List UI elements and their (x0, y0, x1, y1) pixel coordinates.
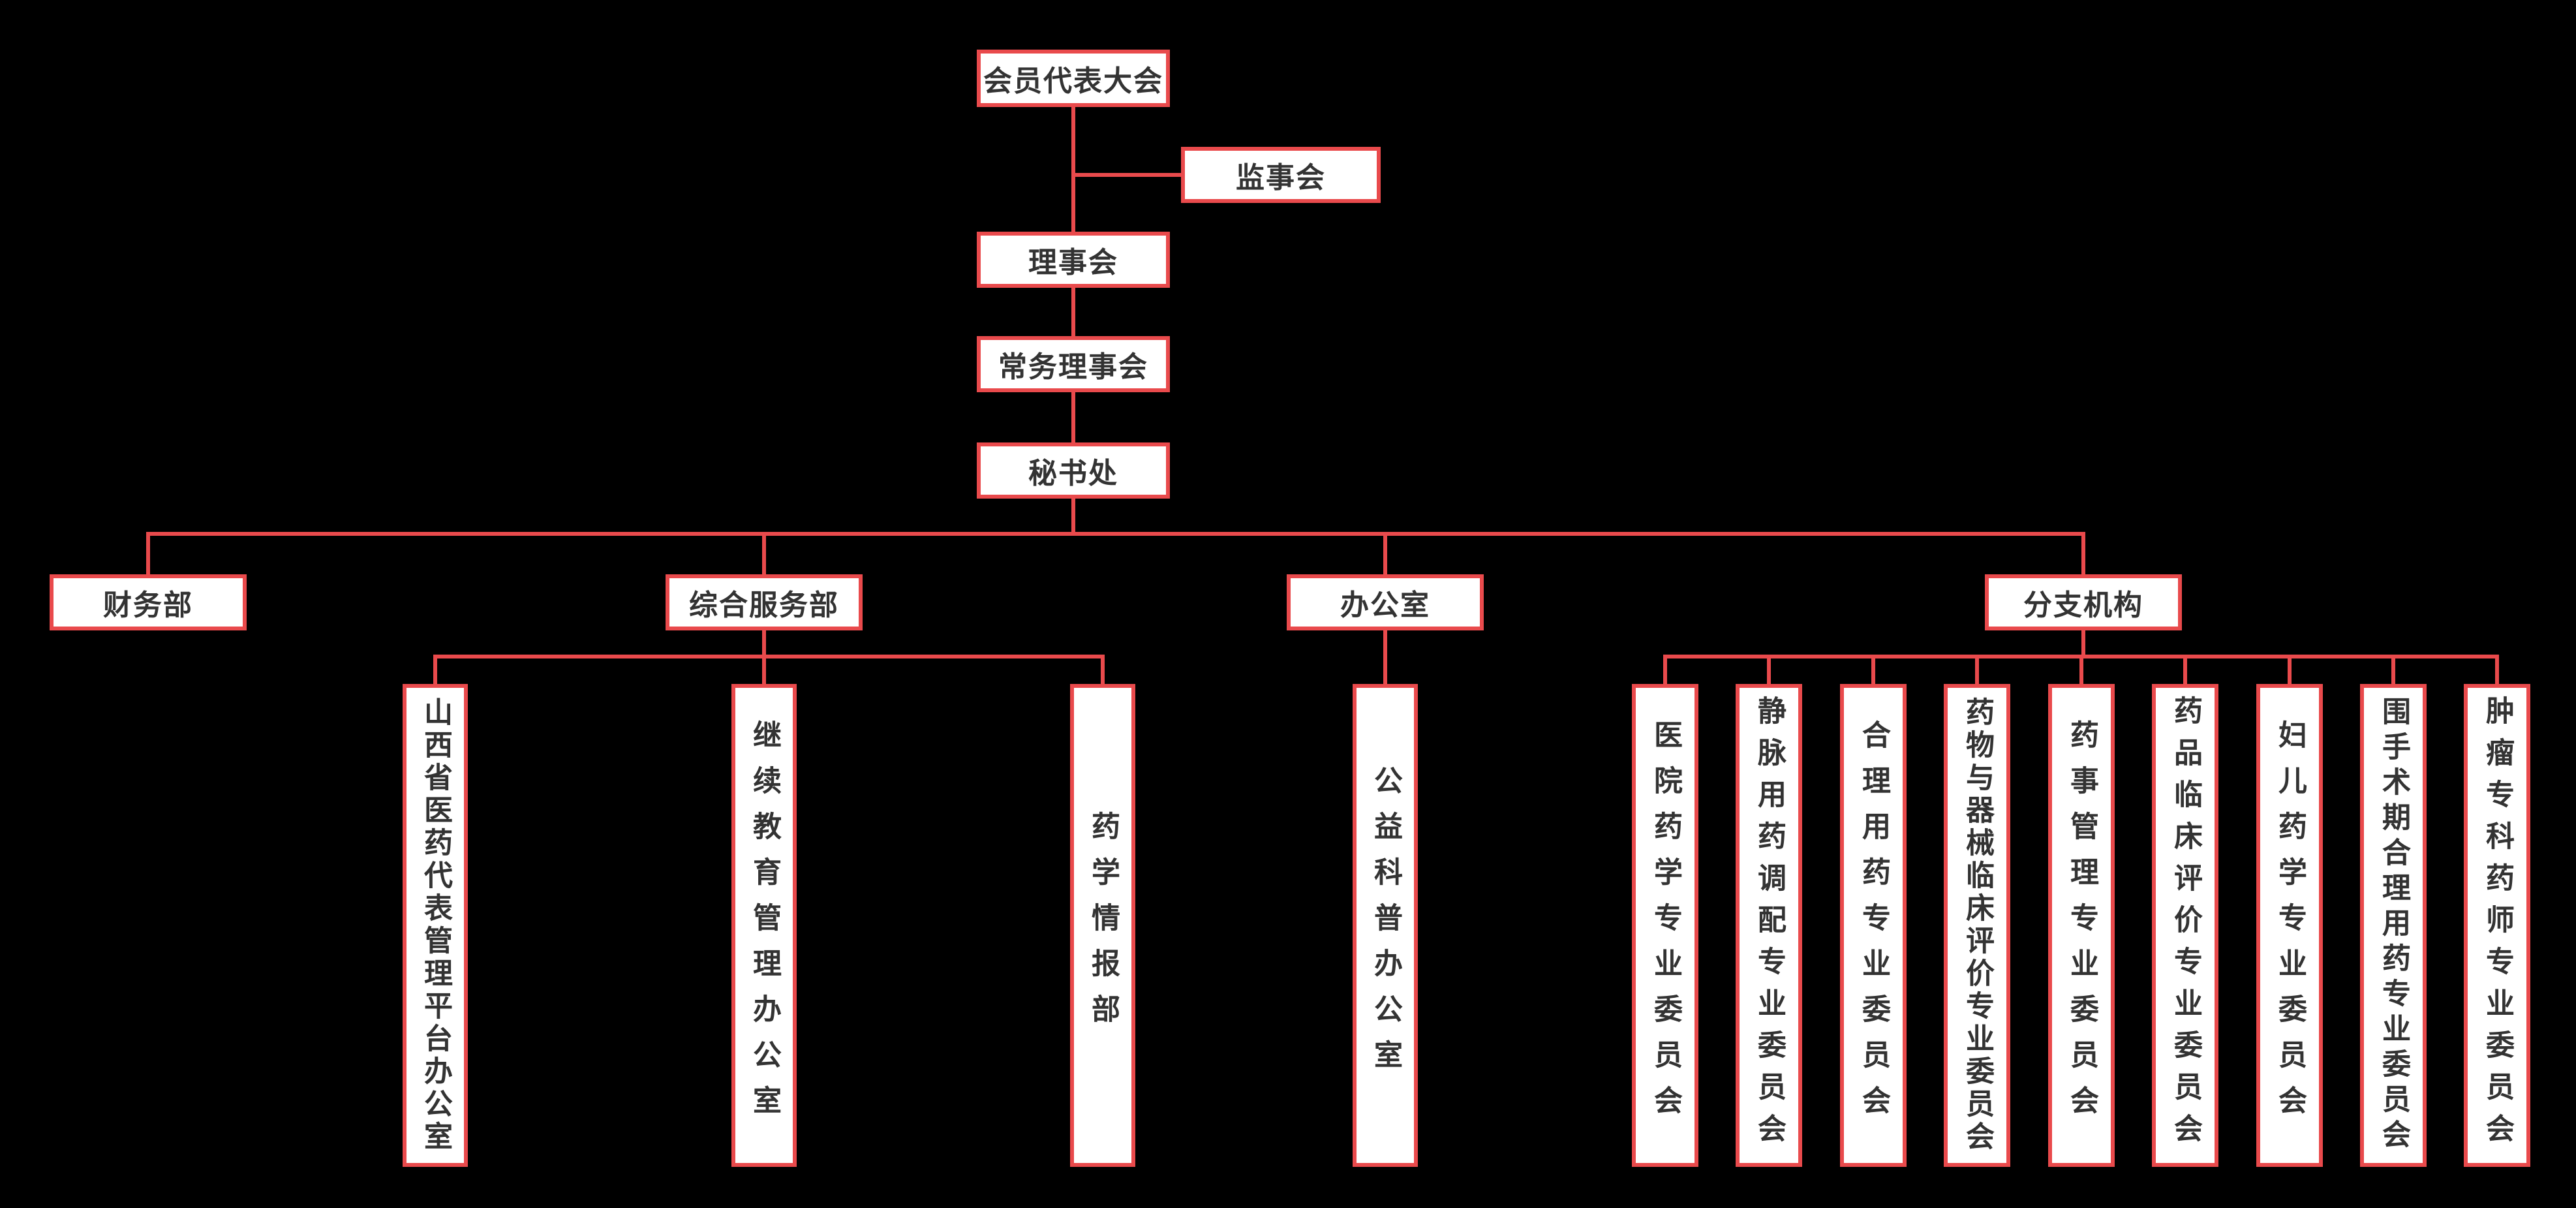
node-committee-perioperative-rational-drug-use: 围手术期合理用药专业委员会 (2360, 684, 2427, 1167)
node-comprehensive-service-dept: 综合服务部 (666, 574, 863, 630)
node-committee-pharmacy-admin: 药事管理专业委员会 (2048, 684, 2115, 1167)
node-committee-drug-clinical-eval-label: 药品临床评价专业委员会 (2170, 696, 2201, 1155)
node-committee-rational-drug-use-label: 合理用药专业委员会 (1858, 720, 1890, 1131)
node-continuing-education-office: 继续教育管理办公室 (731, 684, 797, 1167)
node-committee-women-children-pharmacy: 妇儿药学专业委员会 (2256, 684, 2323, 1167)
node-council: 理事会 (977, 232, 1170, 288)
connector-line (2081, 630, 2085, 655)
connector-line (2081, 536, 2085, 574)
node-committee-pharmacy-admin-label: 药事管理专业委员会 (2066, 720, 2098, 1131)
node-committee-drug-device-clinical-eval-label: 药物与器械临床评价专业委员会 (1961, 697, 1993, 1154)
node-committee-rational-drug-use: 合理用药专业委员会 (1840, 684, 1907, 1167)
node-office: 办公室 (1287, 574, 1484, 630)
connector-line (1975, 658, 1979, 684)
node-public-science-office-label: 公益科普办公室 (1370, 766, 1402, 1085)
node-office-label: 办公室 (1340, 589, 1430, 621)
connector-line (433, 658, 437, 684)
connector-line (1663, 658, 1667, 684)
node-supervisory-board: 监事会 (1181, 147, 1381, 203)
connector-line (2495, 658, 2499, 684)
node-members-congress: 会员代表大会 (977, 50, 1170, 107)
connector-line (1383, 630, 1387, 684)
connector-line (2391, 658, 2395, 684)
connector-line (1071, 173, 1181, 177)
connector-line (2079, 658, 2083, 684)
node-standing-council: 常务理事会 (977, 336, 1170, 392)
node-standing-council-label: 常务理事会 (998, 351, 1148, 383)
connector-line (1071, 107, 1075, 232)
connector-line (146, 532, 2085, 536)
node-rep-management-platform-office-label: 山西省医药代表管理平台办公室 (420, 697, 452, 1154)
node-committee-perioperative-rational-drug-use-label: 围手术期合理用药专业委员会 (2378, 696, 2410, 1154)
node-committee-hospital-pharmacy: 医院药学专业委员会 (1632, 684, 1698, 1167)
node-secretariat-label: 秘书处 (1028, 457, 1118, 489)
node-committee-women-children-pharmacy-label: 妇儿药学专业委员会 (2274, 720, 2306, 1131)
node-committee-oncology-pharmacist-label: 肿瘤专科药师专业委员会 (2481, 696, 2513, 1155)
node-pharmacy-intelligence-dept: 药学情报部 (1070, 684, 1135, 1167)
connector-line (762, 630, 766, 655)
node-rep-management-platform-office: 山西省医药代表管理平台办公室 (403, 684, 468, 1167)
node-council-label: 理事会 (1028, 247, 1118, 279)
connector-line (2183, 658, 2187, 684)
connector-line (146, 536, 150, 574)
node-comprehensive-service-dept-label: 综合服务部 (689, 589, 839, 621)
connector-line (1101, 658, 1105, 684)
node-committee-hospital-pharmacy-label: 医院药学专业委员会 (1649, 720, 1681, 1131)
node-committee-iv-drug-dispensing-label: 静脉用药调配专业委员会 (1753, 696, 1785, 1155)
connector-line (1767, 658, 1771, 684)
node-continuing-education-office-label: 继续教育管理办公室 (748, 720, 780, 1131)
connector-line (762, 536, 766, 574)
connector-line (2288, 658, 2292, 684)
connector-line (1071, 499, 1075, 536)
connector-line (1871, 658, 1875, 684)
node-members-congress-label: 会员代表大会 (983, 65, 1163, 97)
connector-line (433, 655, 1105, 658)
node-committee-drug-clinical-eval: 药品临床评价专业委员会 (2152, 684, 2218, 1167)
node-committee-drug-device-clinical-eval: 药物与器械临床评价专业委员会 (1944, 684, 2010, 1167)
node-committee-oncology-pharmacist: 肿瘤专科药师专业委员会 (2464, 684, 2530, 1167)
connector-line (762, 658, 766, 684)
connector-line (1071, 288, 1075, 336)
connector-line (1383, 536, 1387, 574)
node-secretariat: 秘书处 (977, 442, 1170, 499)
connector-line (1071, 392, 1075, 442)
node-committee-iv-drug-dispensing: 静脉用药调配专业委员会 (1736, 684, 1802, 1167)
node-branch-organizations: 分支机构 (1985, 574, 2182, 630)
connector-line (1663, 655, 2499, 658)
node-public-science-office: 公益科普办公室 (1353, 684, 1418, 1167)
node-finance-dept-label: 财务部 (103, 589, 193, 621)
node-finance-dept: 财务部 (50, 574, 247, 630)
node-branch-organizations-label: 分支机构 (2023, 589, 2143, 621)
node-supervisory-board-label: 监事会 (1236, 162, 1326, 194)
node-pharmacy-intelligence-dept-label: 药学情报部 (1087, 811, 1119, 1040)
